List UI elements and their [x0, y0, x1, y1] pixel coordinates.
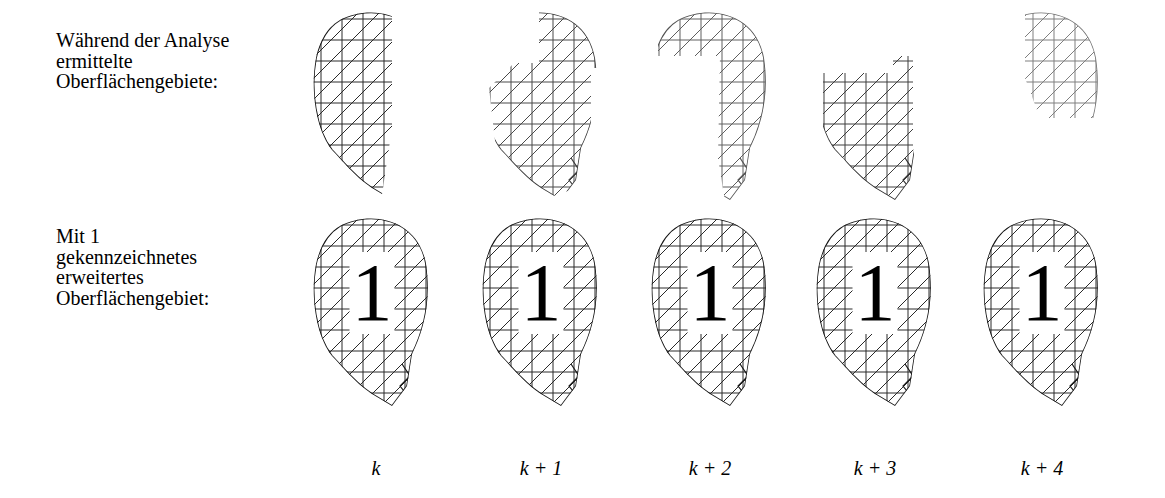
head-mesh: [428, 0, 1005, 218]
region-number: 1: [519, 252, 564, 334]
frame-index: k + 2: [689, 456, 731, 480]
frame-index: k + 1: [520, 456, 562, 480]
head-mesh: [760, 204, 1165, 424]
head-mesh: [428, 204, 1005, 424]
region-number: 1: [688, 252, 733, 334]
frame-index: k + 3: [854, 456, 896, 480]
frame-index: k + 4: [1021, 456, 1063, 480]
row-label: Mit 1 gekennzeichnetes erweitertes Oberf…: [56, 226, 231, 308]
head-mesh: [760, 0, 1165, 218]
region-number: 1: [853, 252, 898, 334]
region-number: 1: [350, 252, 395, 334]
head-mesh: [90, 204, 667, 424]
region-number: 1: [1020, 252, 1065, 334]
head-mesh: [259, 0, 836, 218]
head-mesh: [259, 204, 836, 424]
head-mesh: [593, 204, 1165, 424]
row-label: Während der Analyse ermittelte Oberfläch…: [56, 30, 231, 92]
frame-index: k: [372, 456, 381, 480]
